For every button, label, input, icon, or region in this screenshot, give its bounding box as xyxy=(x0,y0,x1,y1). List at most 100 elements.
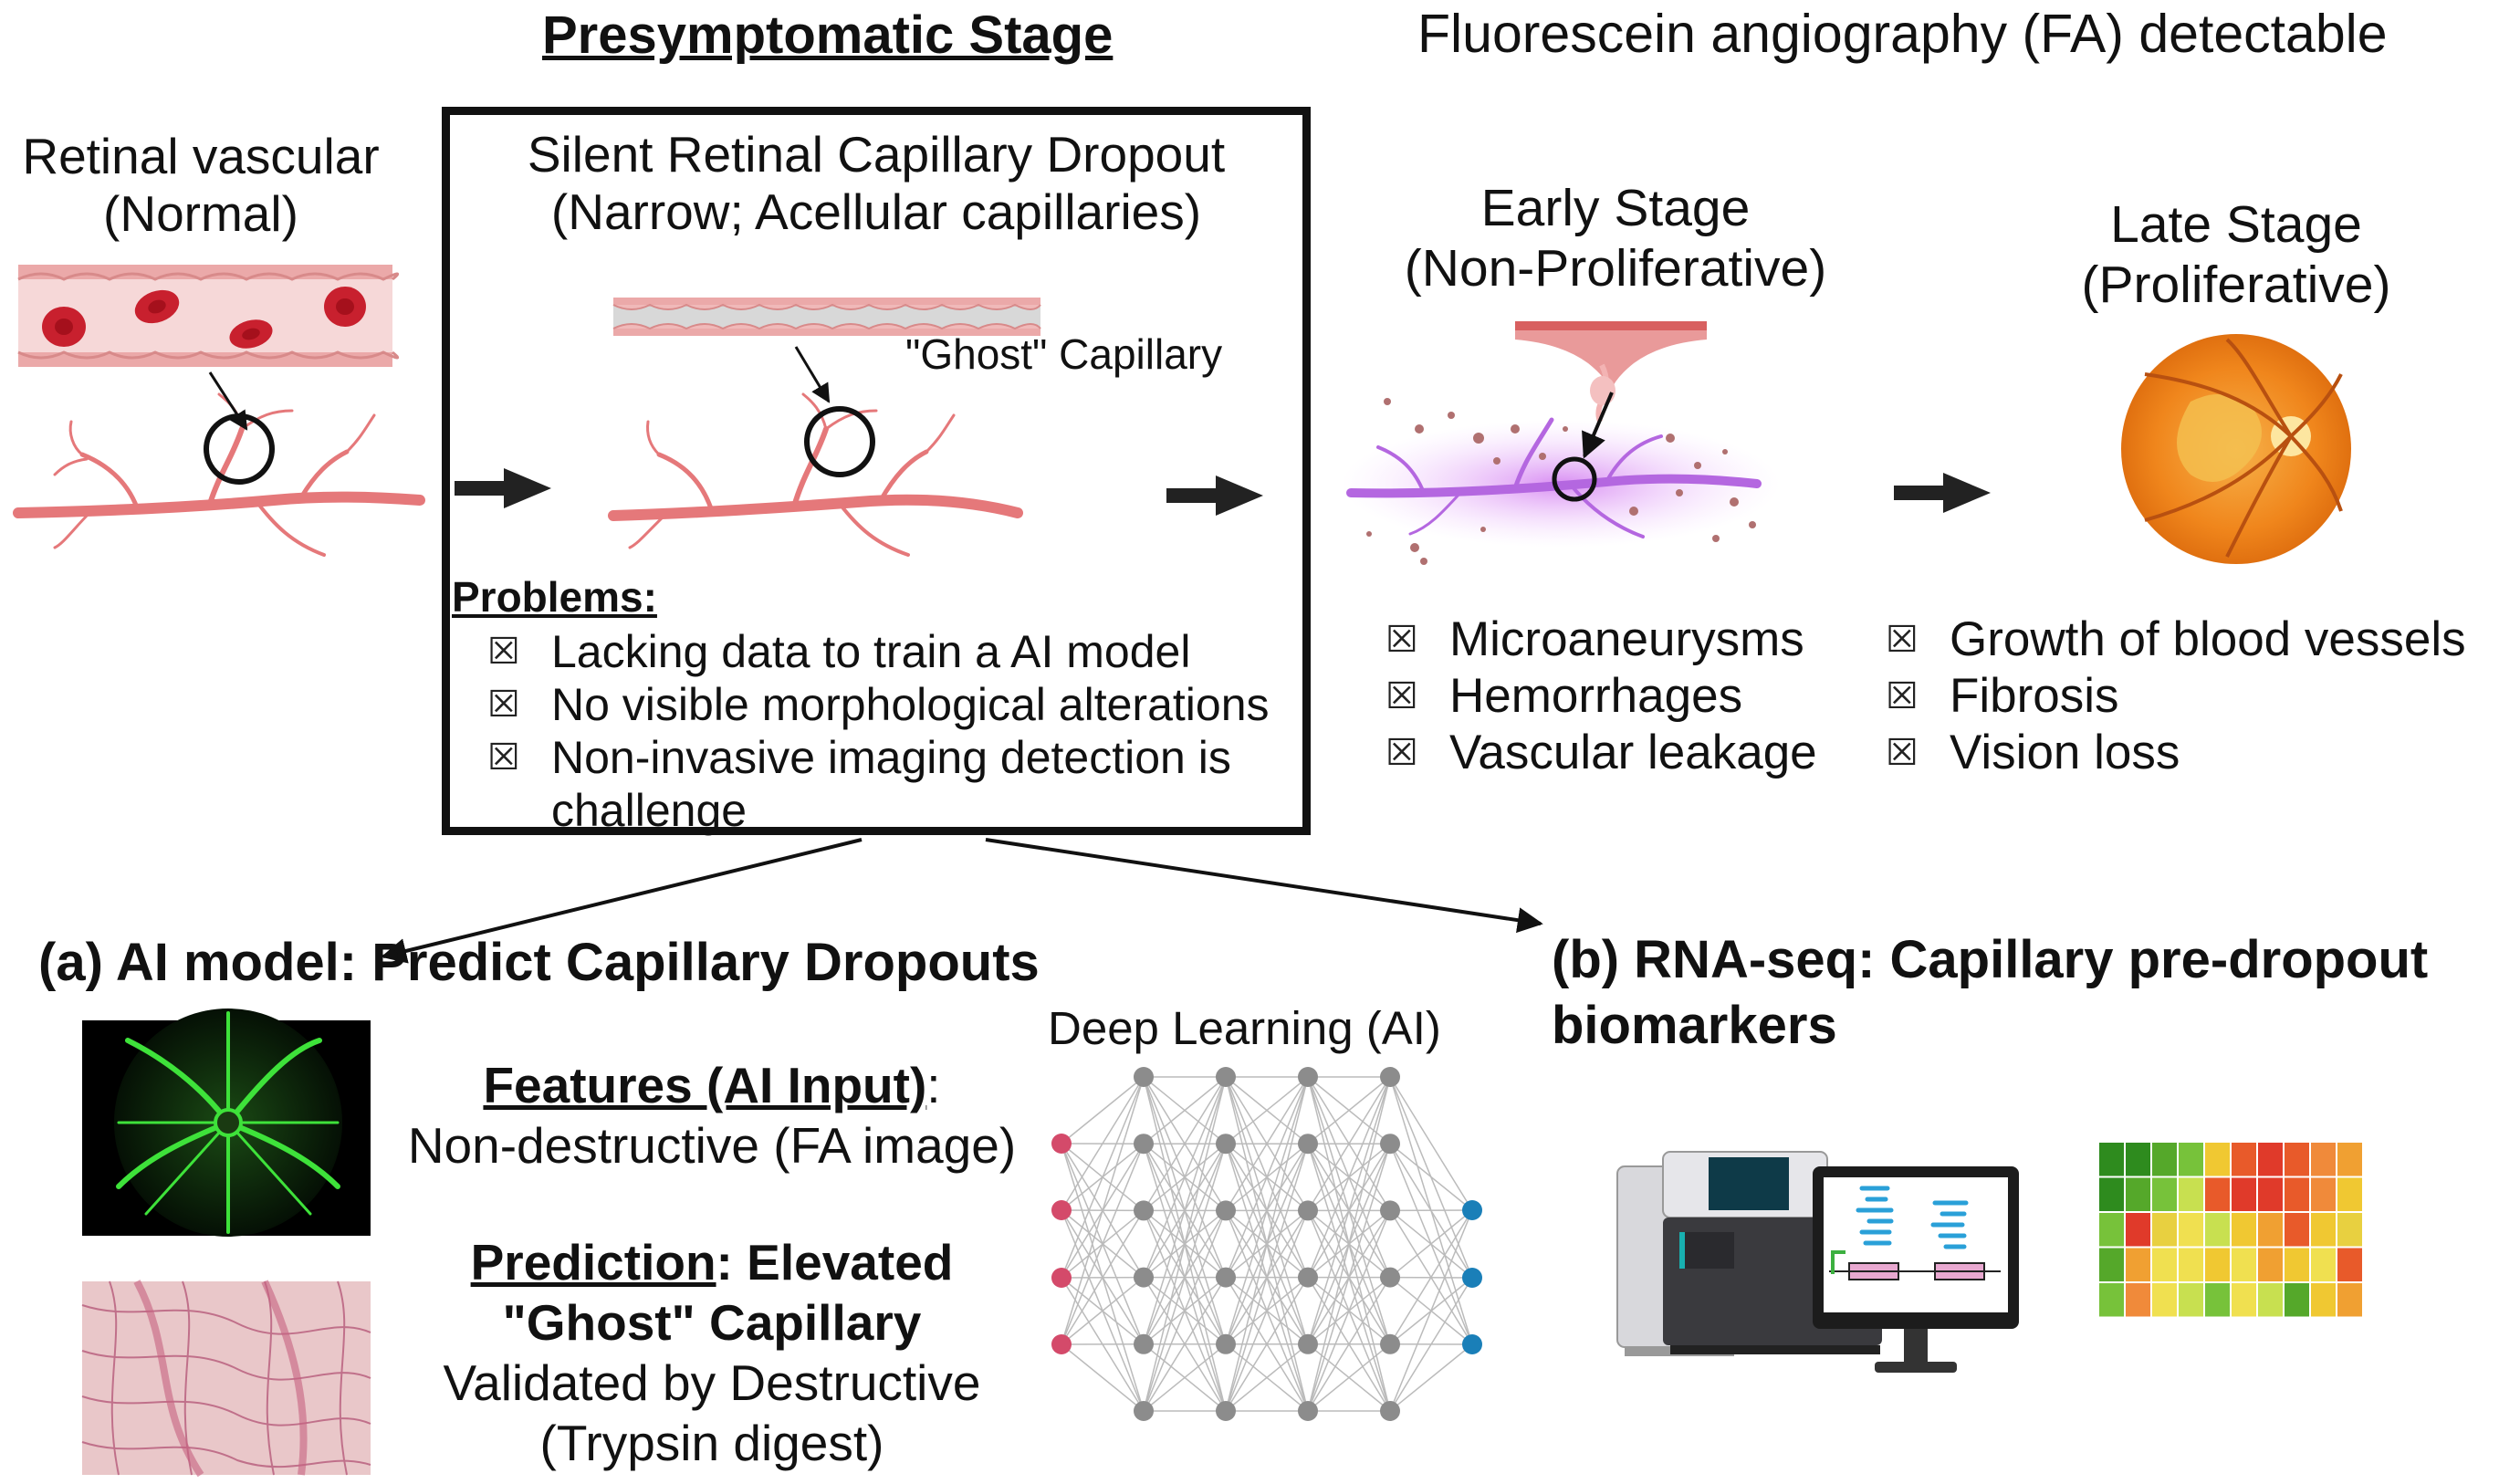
problem-item: ☒No visible morphological alterations xyxy=(487,678,1270,731)
heatmap-cell xyxy=(2152,1283,2177,1317)
problems-heading: Problems: xyxy=(452,573,657,621)
nn-connection xyxy=(1307,1076,1391,1412)
late-title-line1: Late Stage xyxy=(2110,195,2362,254)
nn-hidden-node xyxy=(1380,1134,1400,1155)
heatmap-cell xyxy=(2205,1177,2230,1211)
checkbox-icon: ☒ xyxy=(1886,675,1919,717)
progress-arrow-1 xyxy=(455,468,551,508)
nn-connection xyxy=(1143,1076,1227,1211)
heatmap-cell xyxy=(2232,1213,2256,1247)
nn-hidden-node xyxy=(1134,1200,1154,1221)
to-section-b-arrow xyxy=(985,838,1543,934)
heatmap-cell xyxy=(2232,1177,2256,1211)
early-finding-text: Vascular leakage xyxy=(1449,726,1817,779)
nn-connection xyxy=(1389,1209,1473,1345)
problem-text: Lacking data to train a AI model xyxy=(551,626,1191,677)
fa-image xyxy=(82,1008,371,1237)
ghost-capillary-label: "Ghost" Capillary xyxy=(905,330,1223,378)
leaking-vessel-icon xyxy=(1515,321,1707,423)
late-finding-text: Fibrosis xyxy=(1950,669,2119,723)
nn-hidden-node xyxy=(1380,1267,1400,1288)
nn-connection xyxy=(1061,1277,1145,1345)
heatmap-cell xyxy=(2179,1143,2203,1176)
checkbox-icon: ☒ xyxy=(1385,619,1418,661)
nn-connection xyxy=(1143,1076,1227,1278)
nn-connection xyxy=(1307,1210,1391,1412)
early-findings-list: ☒Microaneurysms ☒Hemorrhages ☒Vascular l… xyxy=(1385,611,1817,781)
nn-hidden-node xyxy=(1298,1134,1318,1155)
monitor-icon xyxy=(1813,1166,2019,1373)
heatmap-cell xyxy=(2337,1143,2362,1176)
heatmap-cell xyxy=(2099,1213,2124,1247)
stage-title: Presymptomatic Stage xyxy=(542,5,1114,65)
heatmap-cell xyxy=(2285,1213,2309,1247)
nn-hidden-node xyxy=(1216,1401,1236,1421)
problem-item: ☒Non-invasive imaging detection is xyxy=(487,731,1270,784)
nn-output-node xyxy=(1462,1268,1482,1288)
early-finding-item: ☒Vascular leakage xyxy=(1385,725,1817,781)
nn-connection xyxy=(1225,1076,1309,1278)
normal-title: Retinal vascular (Normal) xyxy=(0,128,402,244)
heatmap-cell xyxy=(2099,1143,2124,1176)
nn-hidden-node xyxy=(1216,1267,1236,1288)
nn-connection xyxy=(1307,1076,1391,1345)
late-title-line2: (Proliferative) xyxy=(2081,255,2391,314)
heatmap-cell xyxy=(2126,1213,2150,1247)
early-finding-text: Hemorrhages xyxy=(1449,669,1743,723)
heatmap-cell xyxy=(2285,1248,2309,1281)
nn-connection xyxy=(1225,1076,1309,1211)
nn-hidden-node xyxy=(1298,1267,1318,1288)
problem-text: challenge xyxy=(551,785,748,836)
normal-highlight-circle xyxy=(204,413,275,485)
section-b-title-line1: (b) RNA-seq: Capillary pre-dropout xyxy=(1552,930,2429,989)
nn-hidden-node xyxy=(1216,1067,1236,1087)
heatmap-cell xyxy=(2258,1213,2283,1247)
section-a-title: (a) AI model: Predict Capillary Dropouts xyxy=(38,933,1040,992)
nn-hidden-node xyxy=(1298,1200,1318,1221)
nn-connection xyxy=(1389,1143,1473,1211)
heatmap-cell xyxy=(2337,1177,2362,1211)
heatmap-cell xyxy=(2152,1143,2177,1176)
to-section-a-arrow xyxy=(381,838,863,964)
heatmap-cell xyxy=(2258,1283,2283,1317)
nn-connection xyxy=(1389,1277,1473,1412)
dropout-title-line1: Silent Retinal Capillary Dropout xyxy=(527,126,1226,183)
heatmap-cell xyxy=(2258,1177,2283,1211)
dropout-title: Silent Retinal Capillary Dropout (Narrow… xyxy=(447,126,1305,242)
normal-title-line1: Retinal vascular xyxy=(22,128,380,184)
heatmap-cell xyxy=(2152,1248,2177,1281)
nn-connection xyxy=(1389,1343,1473,1412)
nn-hidden-node xyxy=(1298,1401,1318,1421)
nn-connection xyxy=(1061,1076,1145,1279)
trypsin-digest-image xyxy=(81,1280,371,1478)
nn-connection xyxy=(1307,1076,1391,1144)
validated-line1: Validated by Destructive xyxy=(443,1354,981,1411)
nn-connection xyxy=(1225,1076,1309,1345)
nn-connection xyxy=(1307,1076,1391,1278)
heatmap-cell xyxy=(2232,1143,2256,1176)
nn-connection xyxy=(1307,1343,1391,1412)
heatmap-cell xyxy=(2205,1248,2230,1281)
nn-connection xyxy=(1143,1143,1227,1412)
checkbox-icon: ☒ xyxy=(1886,619,1919,661)
checkbox-icon: ☒ xyxy=(1886,732,1919,774)
problems-list: ☒Lacking data to train a AI model ☒No vi… xyxy=(487,625,1270,837)
late-findings-list: ☒Growth of blood vessels ☒Fibrosis ☒Visi… xyxy=(1886,611,2466,781)
nn-connection xyxy=(1225,1343,1309,1412)
nn-output-node xyxy=(1462,1200,1482,1220)
nn-connection xyxy=(1061,1076,1145,1144)
nn-connection xyxy=(1143,1076,1227,1345)
nn-connection xyxy=(1225,1210,1309,1412)
early-highlight-circle xyxy=(1552,456,1597,502)
nn-input-node xyxy=(1051,1334,1072,1354)
nn-output-node xyxy=(1462,1334,1482,1354)
prediction-label: Prediction xyxy=(470,1234,716,1291)
heatmap-cell xyxy=(2099,1177,2124,1211)
heatmap-cell xyxy=(2126,1248,2150,1281)
prediction-line: Prediction: Elevated xyxy=(383,1234,1040,1291)
ghost-pointer-arrow xyxy=(794,346,831,403)
nn-connection xyxy=(1225,1076,1309,1412)
nn-hidden-node xyxy=(1380,1401,1400,1421)
heatmap-cell xyxy=(2179,1177,2203,1211)
heatmap-cell xyxy=(2205,1143,2230,1176)
